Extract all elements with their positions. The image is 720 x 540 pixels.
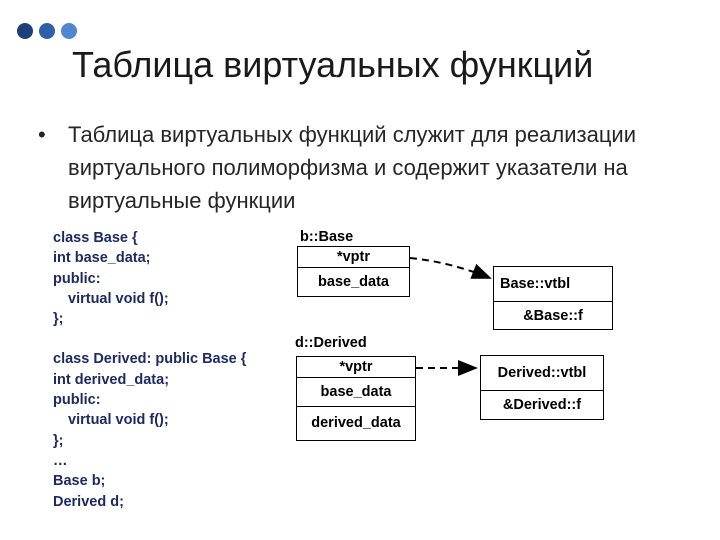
vtbl-box-base: Base::vtbl &Base::f [493,266,613,330]
decoration-dot-3 [61,23,77,39]
code-line: }; [53,432,64,449]
code-listing: class Base { int base_data; public: virt… [53,228,246,512]
code-line: Derived d; [53,493,124,510]
field-base-data: base_data [297,377,415,406]
vtbl-title: Base::vtbl [500,276,571,292]
bullet-mark: • [38,122,46,147]
slide-decoration-dots [17,23,77,39]
decoration-dot-2 [39,23,55,39]
field-vptr: *vptr [336,249,371,265]
code-line: class Base { [53,230,138,246]
field-derived-data: derived_data [297,406,415,439]
code-line: virtual void f(); [68,290,169,307]
code-line: int derived_data; [53,371,170,388]
code-line: Base b; [53,473,106,490]
code-line: virtual void f(); [68,412,169,429]
vtbl-entry: &Derived::f [481,390,603,419]
object-box-d: *vptr base_data derived_data [296,356,416,441]
field-base-data: base_data [298,267,409,295]
bullet-text: Таблица виртуальных функций служит для р… [68,122,637,213]
code-line: class Derived: public Base { [53,351,247,368]
vtbl-title: Derived::vtbl [497,365,587,381]
slide-title: Таблица виртуальных функций [72,44,594,85]
field-vptr: *vptr [339,359,373,375]
decoration-dot-1 [17,23,33,39]
code-line: … [53,452,68,469]
object-label-b: b::Base [300,229,354,245]
object-box-b: *vptr base_data [297,246,410,297]
vtbl-entry: &Base::f [494,301,612,329]
vtbl-box-derived: Derived::vtbl &Derived::f [480,355,604,420]
code-line: int base_data; [53,250,151,267]
code-line: public: [53,392,101,409]
object-label-d: d::Derived [295,335,367,351]
code-line: public: [53,270,101,287]
vptr-arrow-base [409,257,492,279]
code-line: }; [53,311,64,328]
